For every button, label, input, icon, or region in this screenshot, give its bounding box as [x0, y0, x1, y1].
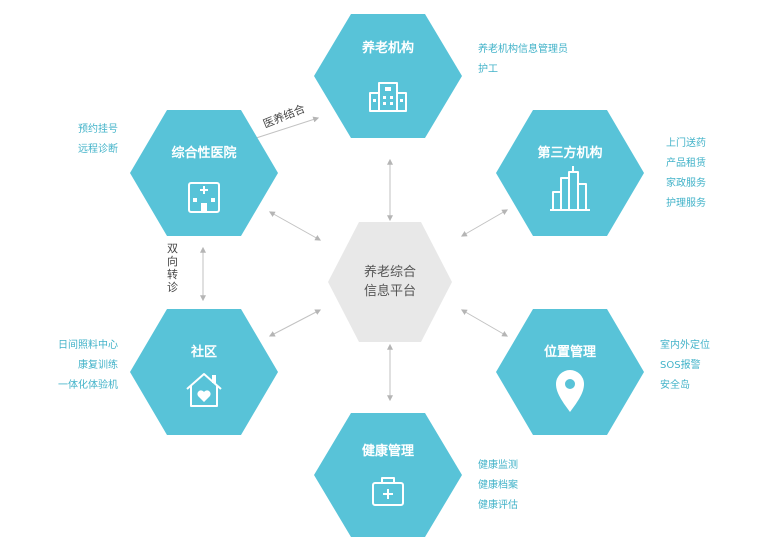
label-community-3: 一体化体验机 — [58, 378, 118, 391]
office-tower-icon — [550, 166, 590, 211]
connector-center-hospital — [268, 211, 322, 241]
label-health-3: 健康评估 — [478, 498, 518, 511]
edge-label-medical-care: 医养结合 — [261, 101, 307, 130]
edge-label-referral: 双向转诊 — [167, 242, 178, 294]
node-hospital: 综合性医院 预约挂号 远程诊断 — [78, 110, 278, 236]
connector-hospital-elderly — [248, 116, 320, 142]
center-hexagon — [328, 222, 452, 342]
label-health-1: 健康监测 — [478, 458, 518, 471]
node-community: 社区 日间照料中心 康复训练 一体化体验机 — [58, 309, 278, 435]
label-third-party-2: 产品租赁 — [666, 156, 706, 169]
hexagon-community — [130, 309, 278, 435]
center-title-line1: 养老综合 — [364, 264, 416, 280]
label-hospital-1: 预约挂号 — [78, 122, 118, 135]
title-hospital: 综合性医院 — [171, 145, 236, 161]
connector-center-location — [460, 309, 509, 337]
hospital-icon — [188, 182, 220, 213]
building-icon — [369, 82, 407, 112]
label-location-2: SOS报警 — [660, 358, 701, 371]
label-third-party-4: 护理服务 — [666, 196, 706, 209]
connector-center-community — [268, 309, 322, 337]
node-health: 健康管理 健康监测 健康档案 健康评估 — [314, 413, 518, 537]
house-heart-icon — [186, 373, 222, 407]
hexagon-hospital — [130, 110, 278, 236]
title-health: 健康管理 — [362, 443, 414, 459]
medical-kit-icon — [372, 477, 404, 506]
title-community: 社区 — [190, 344, 217, 360]
label-location-3: 安全岛 — [660, 378, 690, 391]
node-elderly-institution: 养老机构 养老机构信息管理员 护工 — [314, 14, 568, 138]
map-pin-icon — [556, 370, 584, 412]
node-third-party: 第三方机构 上门送药 产品租赁 家政服务 护理服务 — [496, 110, 706, 236]
node-location: 位置管理 室内外定位 SOS报警 安全岛 — [496, 309, 710, 435]
center-title-line2: 信息平台 — [364, 283, 416, 299]
title-elderly-institution: 养老机构 — [361, 40, 414, 56]
center-platform: 养老综合 信息平台 — [328, 222, 452, 342]
hexagon-health — [314, 413, 462, 537]
label-elderly-institution-2: 护工 — [478, 62, 498, 75]
label-third-party-3: 家政服务 — [666, 176, 706, 189]
label-elderly-institution-1: 养老机构信息管理员 — [478, 42, 568, 55]
connectors — [200, 116, 509, 402]
title-location: 位置管理 — [544, 344, 596, 360]
connector-center-third-party — [460, 209, 509, 237]
title-third-party: 第三方机构 — [537, 145, 602, 161]
label-community-1: 日间照料中心 — [58, 338, 118, 351]
label-location-1: 室内外定位 — [660, 338, 710, 351]
label-community-2: 康复训练 — [78, 358, 118, 371]
label-health-2: 健康档案 — [478, 478, 518, 491]
label-third-party-1: 上门送药 — [666, 136, 706, 149]
label-hospital-2: 远程诊断 — [78, 142, 118, 155]
hexagon-elderly-institution — [314, 14, 462, 138]
